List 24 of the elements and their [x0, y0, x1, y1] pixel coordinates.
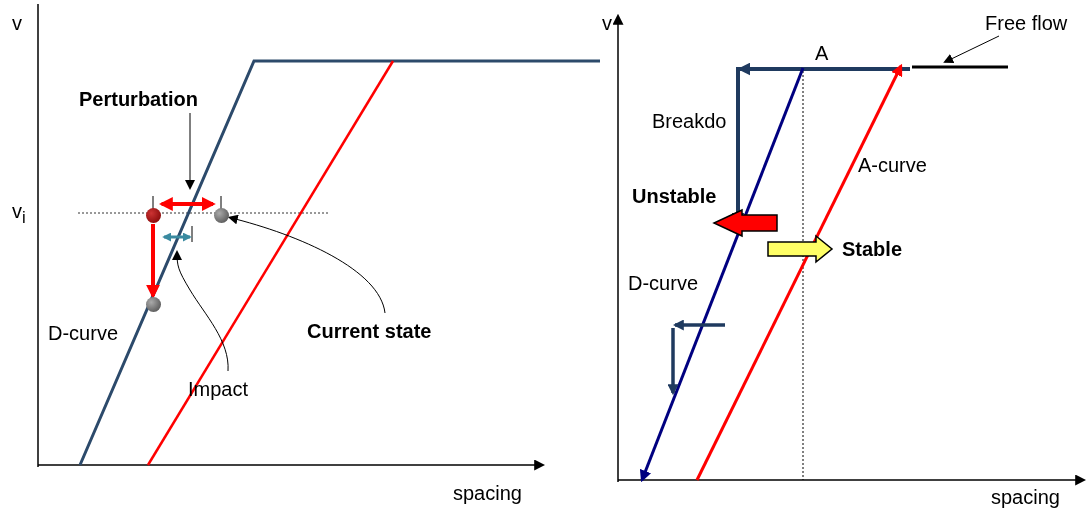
state-dot — [146, 208, 161, 223]
annotation-text: Current state — [307, 320, 432, 342]
annotation-text: Perturbation — [79, 88, 198, 110]
curve-label: D-curve — [628, 272, 698, 294]
leader-line — [172, 250, 229, 372]
state-dot — [146, 297, 161, 312]
region-label: Stable — [842, 238, 903, 260]
arrow — [158, 197, 216, 211]
axis-label: v — [602, 12, 612, 34]
point-label: A — [815, 42, 829, 64]
curve-label: D-curve — [48, 322, 118, 344]
leader-line — [185, 112, 195, 190]
annotation-text: Free flow — [985, 12, 1068, 34]
curve-label: Breakdo — [652, 110, 727, 132]
axis-label: spacing — [991, 486, 1060, 508]
leader-line — [943, 35, 1000, 64]
axis-label: spacing — [453, 482, 522, 504]
state-dot — [214, 208, 229, 223]
curve-label: A-curve — [858, 154, 927, 176]
region-label: Unstable — [632, 185, 717, 207]
axis-label: v — [12, 12, 22, 34]
arrow — [227, 214, 386, 314]
arrow — [146, 224, 160, 299]
axis-label: v$_{i}$ — [12, 200, 26, 229]
